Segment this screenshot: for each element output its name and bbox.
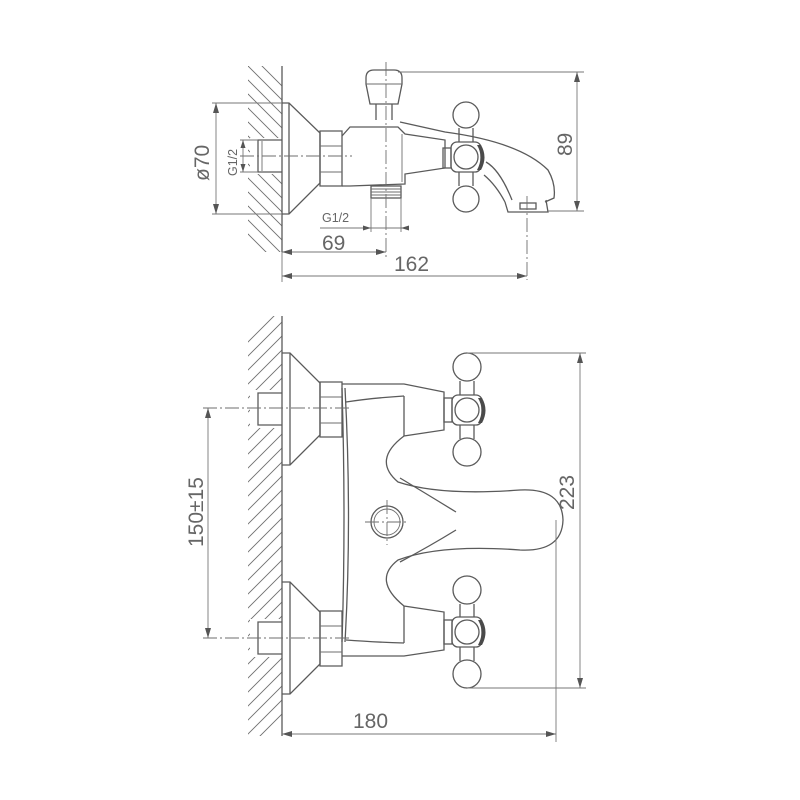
upper-inlet bbox=[257, 352, 343, 466]
label-overall-width: 180 bbox=[353, 710, 388, 733]
label-overall-depth: 162 bbox=[394, 253, 429, 276]
dim-inlet-thread: G1/2 bbox=[226, 139, 258, 176]
label-outlet-thread: G1/2 bbox=[322, 211, 349, 225]
dim-outlet-thread: G1/2 bbox=[320, 198, 409, 232]
label-inlet-spacing: 150±15 bbox=[185, 477, 208, 547]
dim-inlet-spacing: 150±15 bbox=[185, 408, 211, 638]
dim-offset: 69 bbox=[282, 232, 386, 255]
label-offset: 69 bbox=[322, 232, 345, 255]
dim-overall-width: 180 bbox=[282, 520, 557, 742]
label-height: 89 bbox=[554, 133, 577, 156]
dim-overall-height: 223 bbox=[467, 352, 586, 689]
label-flange-diameter: ø70 bbox=[191, 145, 214, 181]
label-overall-height: 223 bbox=[556, 475, 579, 510]
cross-handle-side bbox=[442, 101, 485, 213]
cross-handle-upper bbox=[443, 352, 486, 467]
dim-overall-depth: 162 bbox=[281, 252, 527, 282]
front-view: 150±15 223 180 bbox=[185, 316, 586, 742]
side-view: ø70 G1/2 G1/2 69 162 bbox=[191, 62, 584, 282]
label-inlet-thread: G1/2 bbox=[226, 149, 240, 176]
dim-flange-diameter: ø70 bbox=[191, 102, 282, 215]
cross-handle-lower bbox=[443, 575, 486, 689]
dim-height: 89 bbox=[398, 71, 584, 212]
